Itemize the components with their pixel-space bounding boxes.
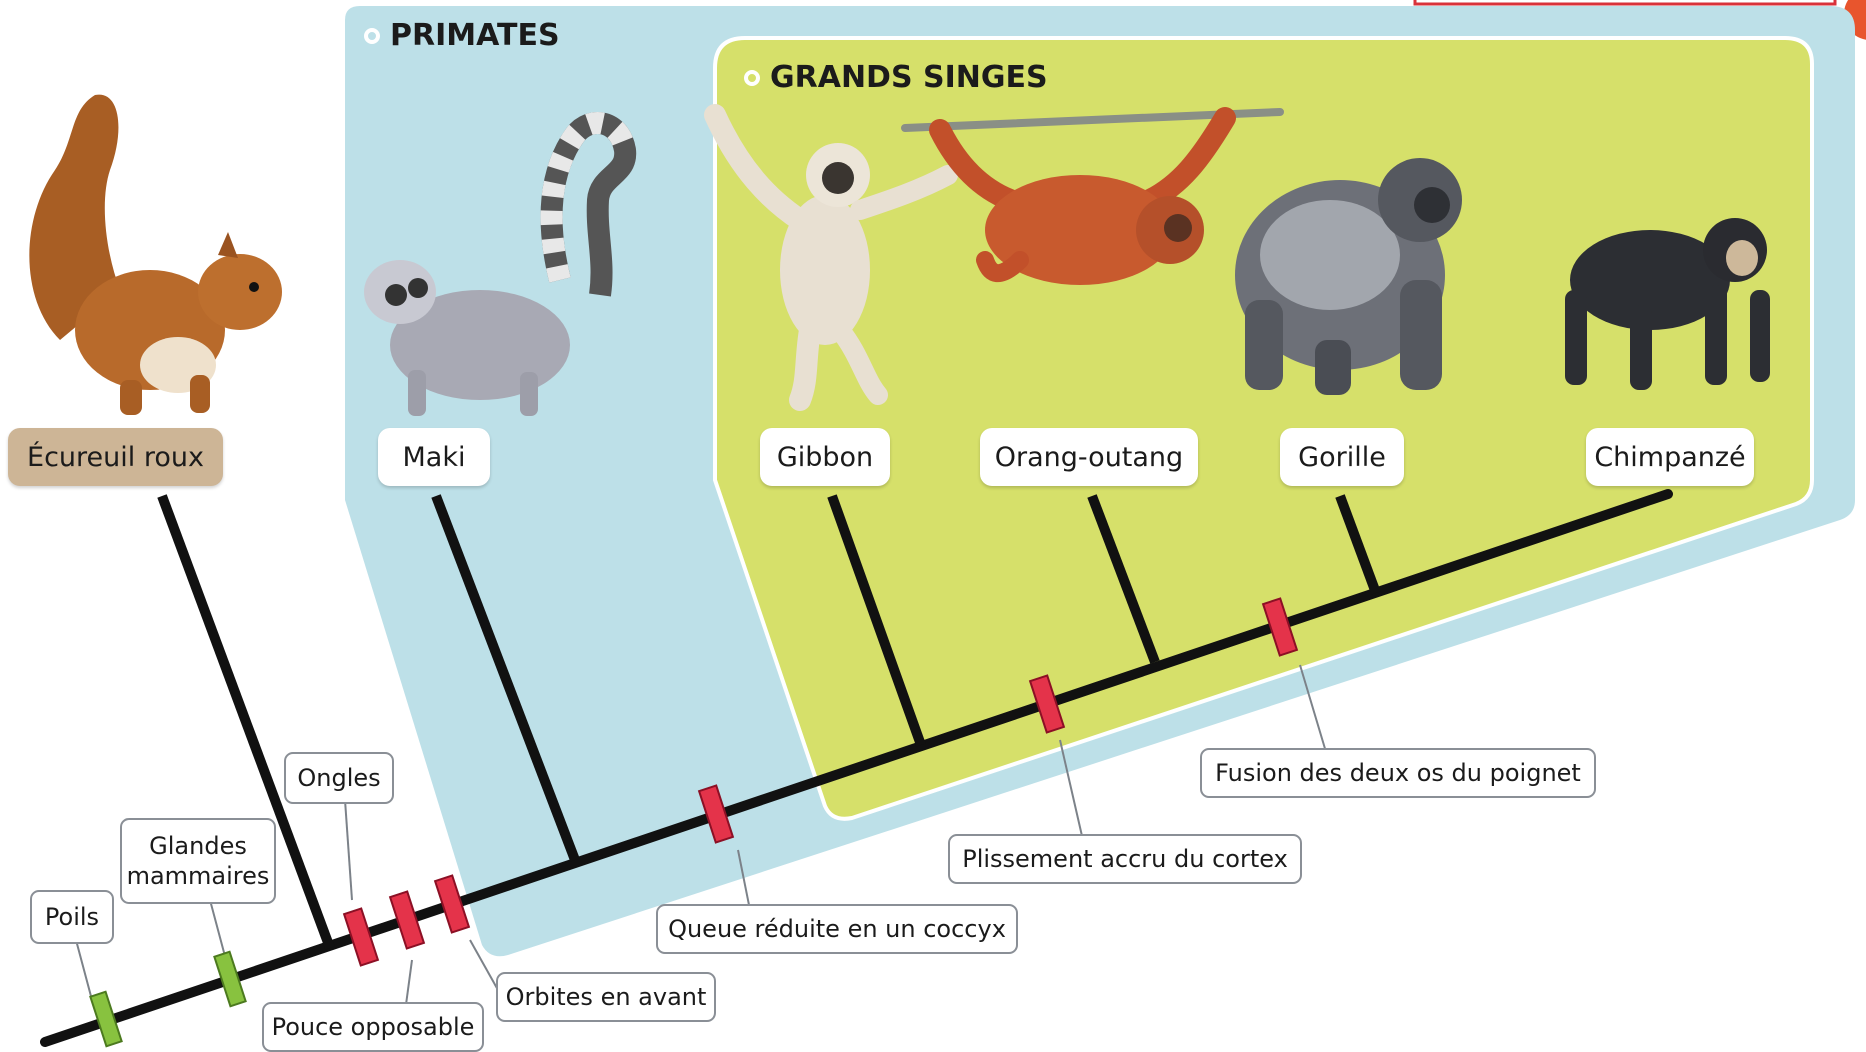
taxon-label-maki: Maki [378,428,490,486]
primates-title-text: PRIMATES [390,18,560,53]
grands-singes-title-text: GRANDS SINGES [770,60,1048,95]
trait-label-glandes-line2: mammaires [127,861,270,891]
grands-singes-title: GRANDS SINGES [744,60,1048,95]
primates-title: PRIMATES [364,18,560,53]
taxon-label-gibbon: Gibbon [760,428,890,486]
trait-label-orbites: Orbites en avant [496,972,716,1022]
trait-label-glandes: Glandes mammaires [120,818,276,904]
trait-label-poils: Poils [30,890,114,944]
trait-label-plissement: Plissement accru du cortex [948,834,1302,884]
corner-decoration-frame [1415,0,1835,4]
trait-label-pouce: Pouce opposable [262,1002,484,1052]
taxon-label-orang: Orang-outang [980,428,1198,486]
leader-ongles [345,800,352,900]
grands-singes-ring-icon [744,70,760,86]
taxon-label-ecureuil: Écureuil roux [8,428,223,486]
squirrel-illustration [29,95,282,415]
taxon-label-gorille: Gorille [1280,428,1404,486]
trait-label-ongles: Ongles [284,752,394,804]
taxon-label-chimpanze: Chimpanzé [1586,428,1754,486]
trait-label-fusion: Fusion des deux os du poignet [1200,748,1596,798]
primates-ring-icon [364,28,380,44]
trait-label-queue: Queue réduite en un coccyx [656,904,1018,954]
leader-poils [76,940,92,1000]
trait-label-glandes-line1: Glandes [149,831,247,861]
leader-glandes [210,900,226,960]
